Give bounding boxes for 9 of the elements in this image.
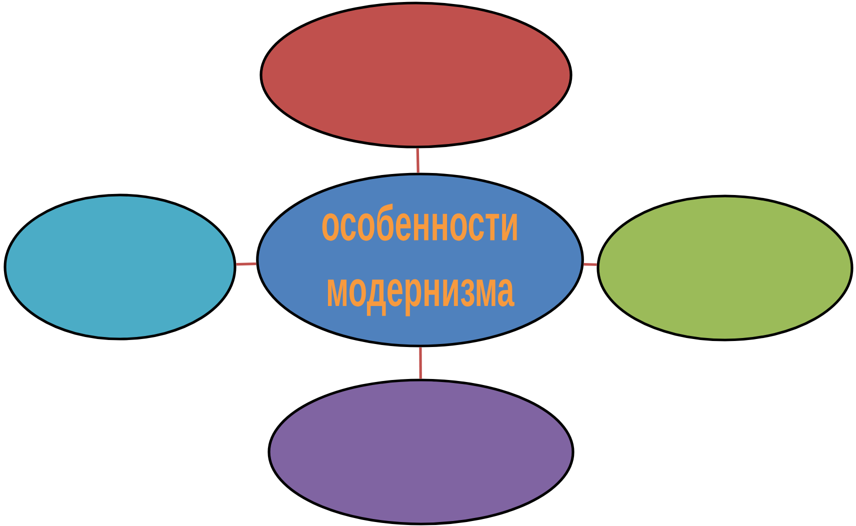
oval-node (268, 378, 574, 526)
oval-node (596, 194, 854, 342)
oval-node: особенности модернизма (256, 172, 584, 348)
connector-line (416, 148, 420, 173)
connector-line (236, 262, 256, 266)
connector-line (419, 347, 422, 379)
oval-node (260, 2, 572, 148)
connector-line (584, 263, 597, 266)
oval-node (4, 194, 236, 340)
